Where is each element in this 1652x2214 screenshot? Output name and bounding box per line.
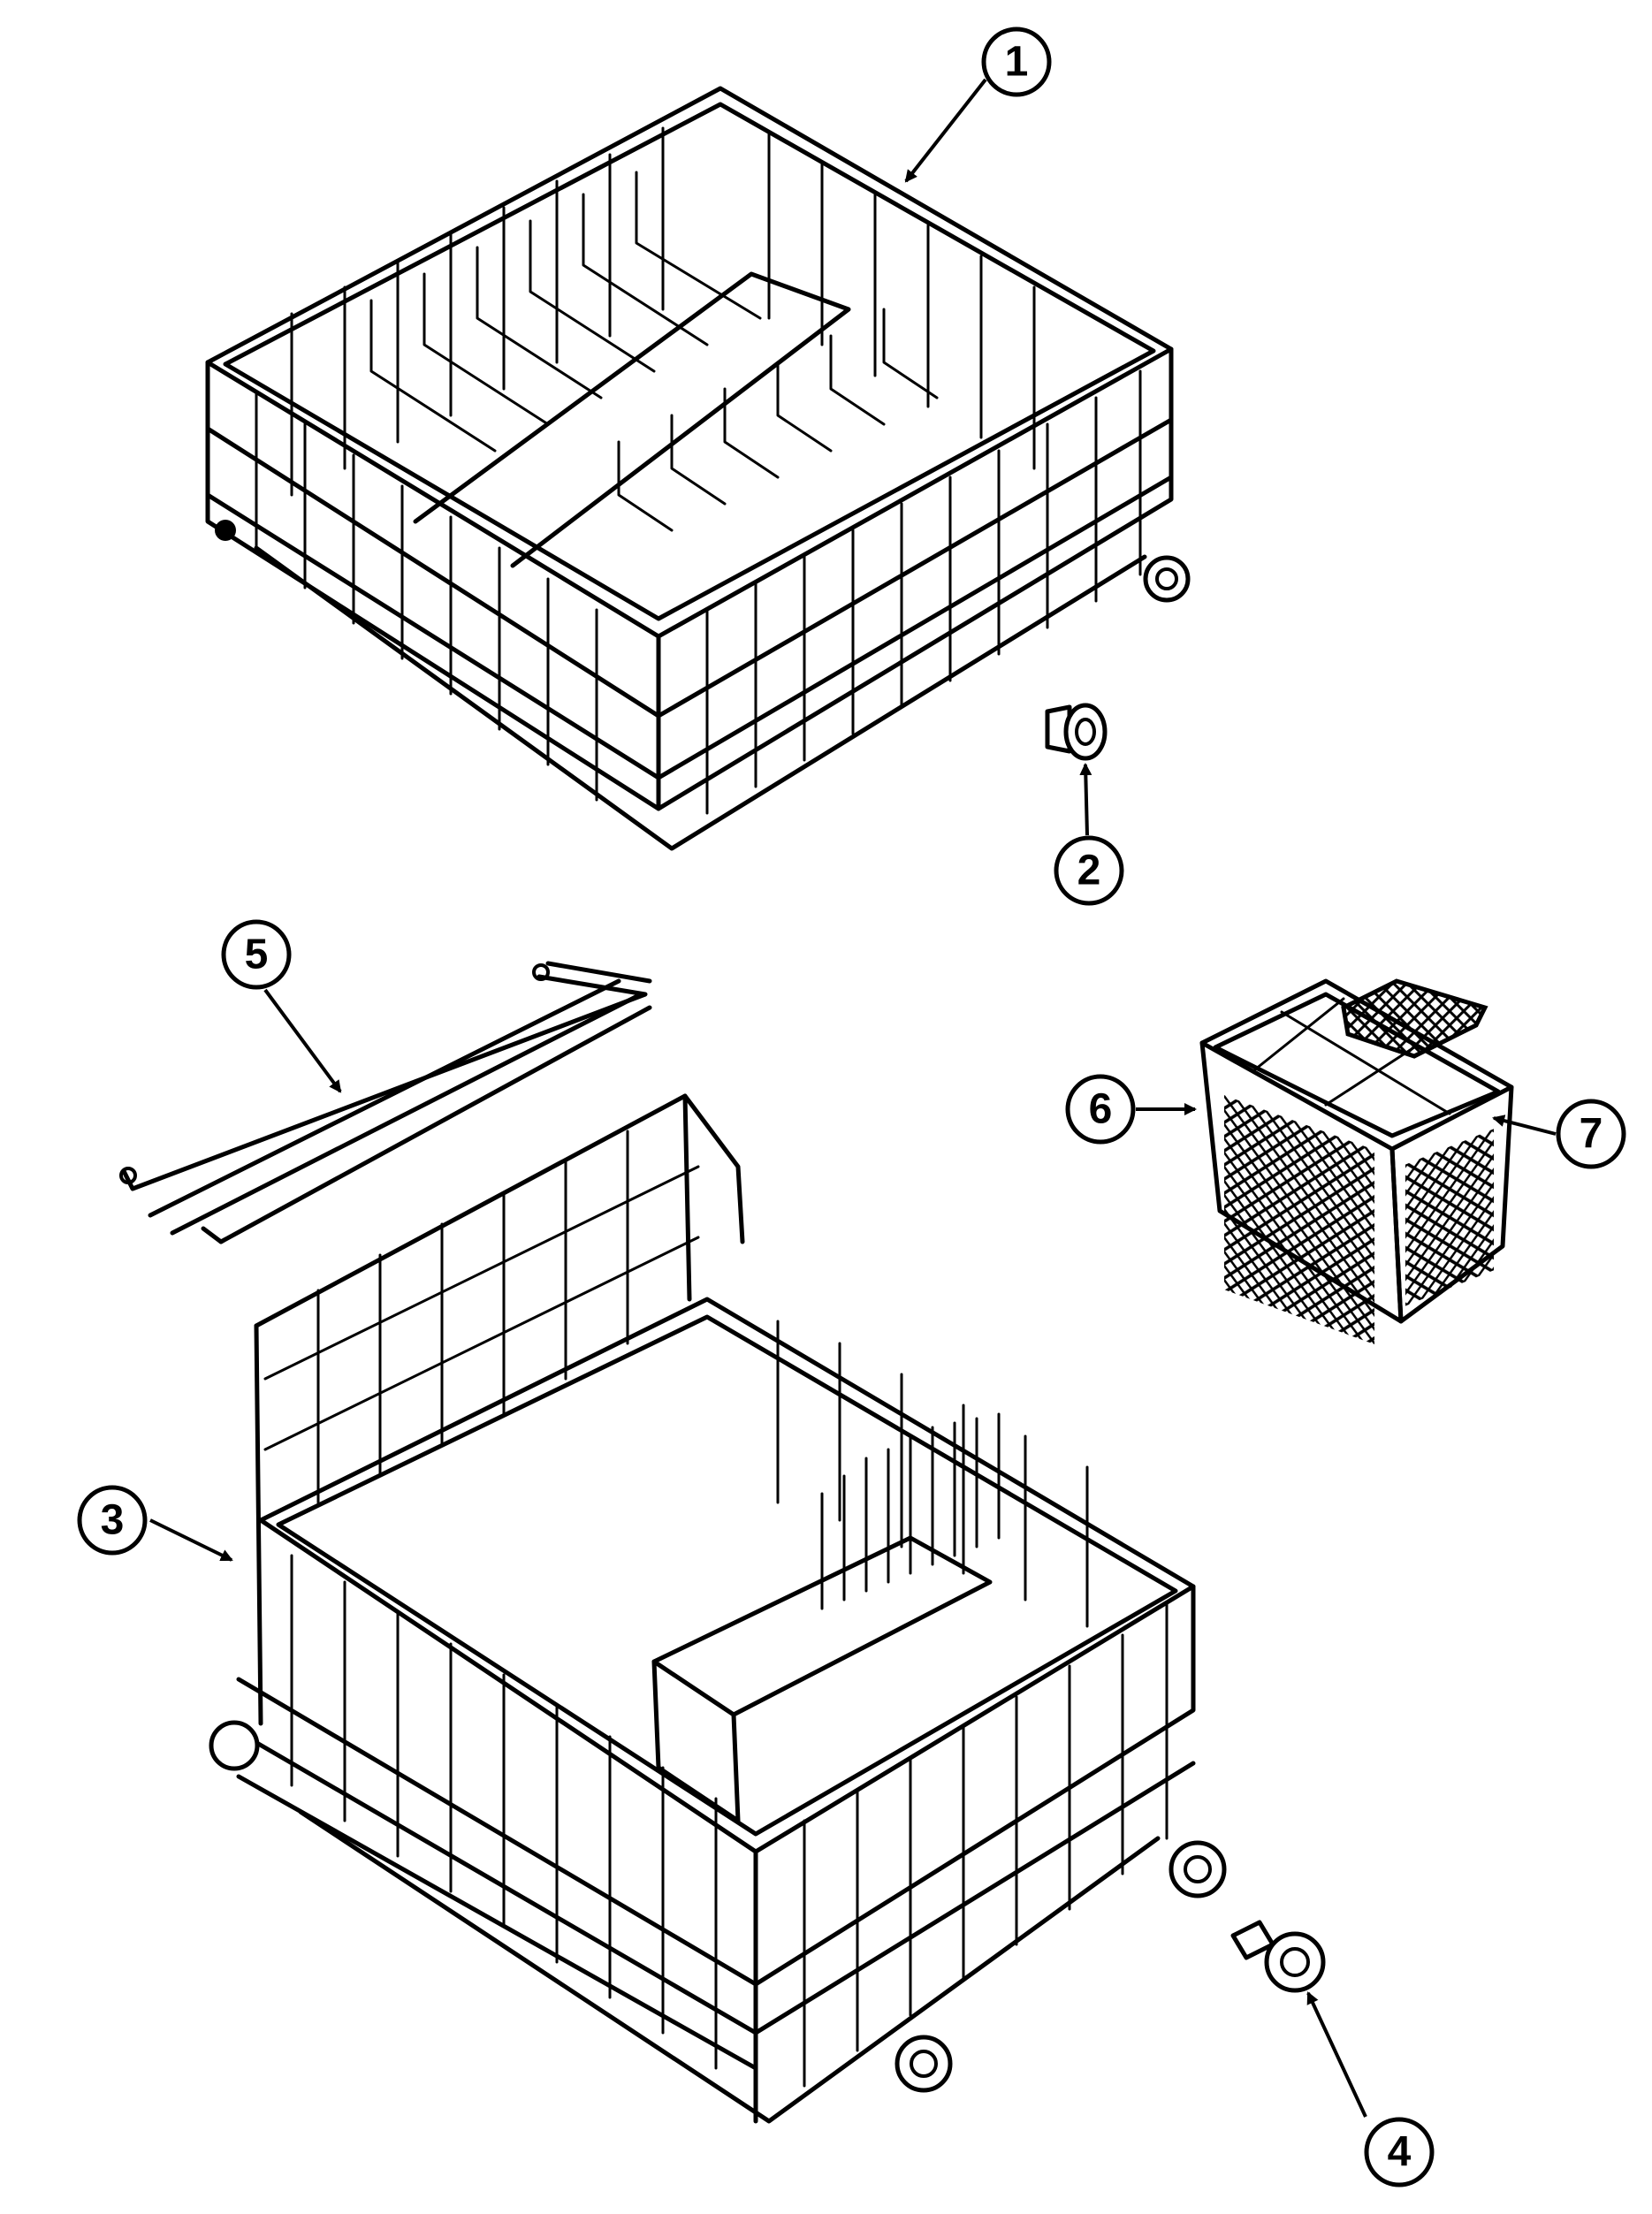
callout-7-label: 7 [1580, 1111, 1603, 1158]
callout-balloons: 1 2 3 4 5 6 7 [77, 27, 1626, 2187]
callout-5-label: 5 [245, 932, 269, 978]
upper-rack-roller-illustration [1045, 703, 1108, 761]
lower-rack-wheel-illustration [1230, 1920, 1326, 1993]
callout-1-label: 1 [1005, 39, 1029, 86]
callout-7: 7 [1556, 1099, 1626, 1169]
callout-2: 2 [1054, 835, 1124, 906]
callout-6-label: 6 [1089, 1086, 1113, 1133]
callout-3-label: 3 [101, 1497, 125, 1544]
callout-2-label: 2 [1077, 848, 1101, 894]
lower-rack-illustration [209, 1093, 1227, 2124]
upper-rack-illustration [205, 86, 1191, 851]
leader-lines [149, 78, 1557, 2118]
callout-5: 5 [221, 919, 292, 990]
rack-wire-illustration [119, 961, 652, 1244]
callout-4: 4 [1364, 2117, 1435, 2187]
basket-lid-illustration [1341, 978, 1488, 1059]
callout-3: 3 [77, 1485, 148, 1556]
callout-6: 6 [1065, 1074, 1136, 1145]
silverware-basket-illustration [1199, 978, 1514, 1344]
callout-1: 1 [981, 27, 1052, 97]
callout-4-label: 4 [1388, 2129, 1412, 2176]
